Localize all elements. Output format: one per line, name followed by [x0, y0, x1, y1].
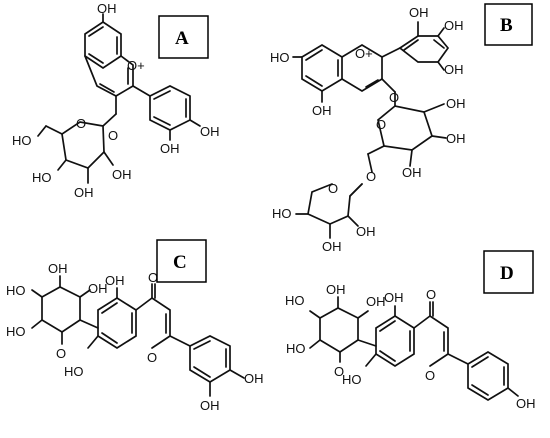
panel-label-a: A [175, 28, 189, 49]
b-glucose-oh-4: OH [402, 165, 422, 180]
b-xylose-oh-2: OH [356, 224, 376, 239]
a-sugar-ring-oxygen: O [76, 116, 86, 131]
d-ring-oxygen: O [425, 368, 435, 383]
d-oh-4p: OH [516, 396, 536, 411]
a-sugar-oh-4: HO [32, 170, 52, 185]
c-sugar-oh-2: OH [48, 261, 68, 276]
d-sugar-oh-3: OH [366, 294, 386, 309]
b-oh-5: OH [312, 103, 332, 118]
d-oh-7: HO [342, 372, 362, 387]
b-oh-5p: OH [444, 62, 464, 77]
d-sugar-oh-6: HO [286, 341, 306, 356]
c-sugar-oh-3: OH [88, 281, 108, 296]
a-sugar-oh-6: HO [12, 133, 32, 148]
d-sugar-oh-2: OH [326, 282, 346, 297]
structure-a: OH O+ O O HO HO OH OH OH OH A [12, 1, 220, 200]
c-sugar-oh-1: HO [6, 283, 26, 298]
b-xylose-oh-3: OH [322, 239, 342, 254]
structure-d: HO OH OH HO O OH O HO O OH D [285, 250, 536, 411]
b-xylose-oh-4: HO [272, 206, 292, 221]
structure-c: HO OH OH HO O OH O HO O OH OH C [6, 239, 264, 413]
d-oh-5: OH [384, 290, 404, 305]
c-oh-7: HO [64, 364, 84, 379]
c-sugar-oh-6: HO [6, 324, 26, 339]
panel-label-b: B [500, 15, 513, 36]
d-sugar-ring-oxygen: O [334, 364, 344, 379]
a-glycosidic-oxygen: O [108, 128, 118, 143]
d-sugar-oh-1: HO [285, 293, 305, 308]
panel-label-c-box [156, 239, 207, 283]
a-sugar-oh-3: OH [74, 185, 94, 200]
b-oh-4p: OH [444, 18, 464, 33]
panel-label-d: D [500, 263, 514, 284]
c-ring-oxygen: O [147, 350, 157, 365]
a-sugar-oh-2: OH [112, 167, 132, 182]
panel-label-c: C [173, 252, 187, 273]
b-glycosidic-oxygen: O [389, 90, 399, 105]
b-linker-oxygen: O [366, 169, 376, 184]
panel-label-b-box [484, 3, 533, 46]
c-oh-3p: OH [200, 398, 220, 413]
c-sugar-ring-oxygen: O [56, 346, 66, 361]
structure-b: HO O+ OH OH OH OH O O OH OH OH O O HO OH… [270, 3, 533, 254]
d-carbonyl-oxygen: O [426, 287, 436, 302]
c-oh-5: OH [105, 273, 125, 288]
c-carbonyl-oxygen: O [148, 270, 158, 285]
c-oh-4p: OH [244, 371, 264, 386]
a-oh-3p: OH [160, 141, 180, 156]
b-xylose-ring-oxygen: O [328, 181, 338, 196]
panel-label-d-box [483, 250, 534, 294]
b-glucose-oh-3: OH [446, 131, 466, 146]
a-oh-7: OH [97, 1, 117, 16]
panel-label-a-box [158, 15, 209, 59]
b-oh-7: HO [270, 50, 290, 65]
b-glucose-oh-2: OH [446, 96, 466, 111]
b-ring-oxygen-plus: O+ [355, 46, 373, 61]
a-ring-oxygen-plus: O+ [127, 58, 145, 73]
b-oh-3p: OH [409, 5, 429, 20]
a-oh-4p: OH [200, 124, 220, 139]
b-glucose-ring-oxygen: O [376, 117, 386, 132]
